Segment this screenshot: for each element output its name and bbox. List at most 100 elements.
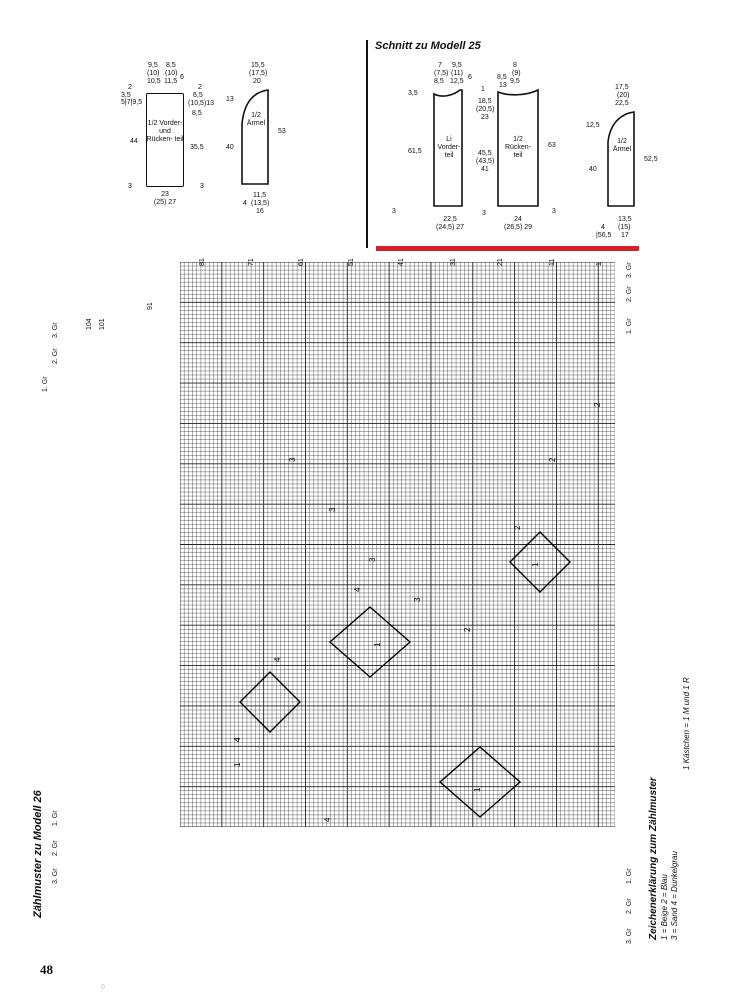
col-num-51: 51 (348, 258, 355, 266)
m25-mid-height-alt: (43,5) (476, 158, 495, 165)
m25-sleeve-total: 52,5 (644, 156, 658, 163)
chart-symbol: 2 (513, 525, 522, 530)
sleeve-hem: 4 (243, 200, 247, 207)
m25-top-f: (9) (512, 70, 521, 77)
m25-sleeve-label: 1/2 Ärmel (612, 138, 632, 153)
chart-symbol: 4 (233, 737, 242, 742)
sleeve-label: 1/2 Ärmel (246, 112, 266, 127)
m25-top-m: 13 (499, 82, 507, 89)
m25-mid-height: 45,5 (478, 150, 492, 157)
m25-back-width-alt: (26,5) 29 (503, 224, 533, 231)
m25-height-left: 61,5 (408, 148, 422, 155)
m25-height-right: 63 (548, 142, 556, 149)
col-num-31: 31 (450, 258, 457, 266)
col-num-104: 104 (86, 318, 93, 330)
m25-top-k: 3,5 (408, 90, 418, 97)
motif-outline (509, 531, 571, 593)
measure-right-b: 6,5 (193, 92, 203, 99)
col-num-21: 21 (497, 258, 504, 266)
m25-mid-width-alt: (20,5) (476, 106, 495, 113)
col-num-41: 41 (398, 258, 405, 266)
m25-sleeve-hem: 4 (601, 224, 605, 231)
m25-top-a: 7 (438, 62, 442, 69)
m25-top-l: 8,5 (497, 74, 507, 81)
measure-top-b: 8,5 (166, 62, 176, 69)
chart-symbol: 4 (323, 817, 332, 822)
m25-mid-height-alt2: 41 (481, 166, 489, 173)
m25-shoulder-marker: 1 (481, 86, 485, 93)
legend-title: Zeichenerklärung zum Zählmuster (648, 777, 659, 940)
m25-sleeve-bottom-alt2: 17 (621, 232, 629, 239)
m25-top-e: (11) (451, 70, 463, 77)
measure-top-d: (10) (165, 70, 178, 77)
measure-top-e: 10,5 (147, 78, 161, 85)
sleeve-bottom-alt: (13,5) (251, 200, 270, 207)
col-num-81: 81 (199, 258, 206, 266)
cell-note: 1 Kästchen = 1 M und 1 R (682, 677, 691, 770)
size-label-left-2: 2. Gr (52, 348, 59, 364)
m25-top-b: 9,5 (452, 62, 462, 69)
height-left: 44 (130, 138, 138, 145)
size-label-right-top-2: 2. Gr (626, 286, 633, 302)
measure-right-a: 2 (198, 84, 202, 91)
sleeve-cap: 13 (226, 96, 234, 103)
col-num-1: 1 (596, 262, 603, 266)
col-num-101: 101 (99, 318, 106, 330)
measure-right-c: (10,5)13 (188, 100, 215, 107)
section-divider (366, 40, 368, 248)
chart-symbol: 3 (288, 457, 297, 462)
chart-symbol: 4 (353, 587, 362, 592)
width-alt-label: (25) 27 (153, 199, 177, 206)
size-label-left-1: 1. Gr (42, 376, 49, 392)
chart-symbol: 2 (548, 457, 557, 462)
chart-symbol: 2 (593, 402, 602, 407)
m25-top-d: (7,5) (434, 70, 449, 77)
sleeve-top: 15,5 (251, 62, 265, 69)
col-num-11: 11 (549, 258, 556, 266)
m25-hem-left: 3 (392, 208, 396, 215)
measure-right-d: 8,5 (192, 110, 202, 117)
front-piece-outline (433, 89, 463, 207)
width-label: 23 (161, 191, 169, 198)
sleeve-bottom: 11,5 (253, 192, 267, 199)
back-piece-outline (497, 88, 539, 207)
motif-outline (328, 606, 412, 678)
m25-sleeve-height: 40 (589, 166, 597, 173)
measure-top-a: 9,5 (148, 62, 158, 69)
m25-mid-width-alt2: 23 (481, 114, 489, 121)
chart-symbol: 3 (328, 507, 337, 512)
col-num-61: 61 (298, 258, 305, 266)
legend-line-1: 1 = Beige 2 = Blau (660, 874, 669, 940)
sleeve-outline (241, 89, 269, 185)
front-piece-label: Li Vorder- teil (437, 136, 461, 159)
m25-sleeve-cap: 12,5 (586, 122, 600, 129)
m25-sleeve-bottom-alt: (15) (618, 224, 631, 231)
m25-mid-width: 18,5 (478, 98, 492, 105)
m25-front-width-alt: (24,5) 27 (435, 224, 465, 231)
sleeve-top-alt: (17,5) (249, 70, 268, 77)
m25-top-c: 8 (513, 62, 517, 69)
back-piece-label: 1/2 Rücken- teil (504, 136, 532, 159)
m25-top-h: 12,5 (450, 78, 464, 85)
m25-hem-right: 3 (552, 208, 556, 215)
body-piece-outline (146, 93, 184, 187)
m25-front-width: 22,5 (443, 216, 457, 223)
m25-sleeve-top: 17,5 (615, 84, 629, 91)
accent-rule (376, 246, 639, 251)
size-label-right-bottom-2: 2. Gr (626, 898, 633, 914)
measure-left-a: 2 (128, 84, 132, 91)
size-label-right-bottom-1: 1. Gr (626, 868, 633, 884)
m25-back-width: 24 (514, 216, 522, 223)
model25-title: Schnitt zu Modell 25 (375, 40, 481, 52)
body-piece-label: 1/2 Vorder- und Rücken- teil (146, 120, 184, 143)
m25-top-g: 8,5 (434, 78, 444, 85)
chart-symbol: 4 (273, 657, 282, 662)
m25-top-j: 6 (468, 74, 472, 81)
chart-title: Zählmuster zu Modell 26 (32, 790, 44, 918)
motif-outline (438, 746, 522, 818)
legend-line-2: 3 = Sand 4 = Dunkelgrau (670, 851, 679, 940)
size-label-left-bottom-1: 1. Gr (52, 810, 59, 826)
measure-top-c: (10) (147, 70, 160, 77)
size-label-right-bottom-3: 3. Gr (626, 928, 633, 944)
